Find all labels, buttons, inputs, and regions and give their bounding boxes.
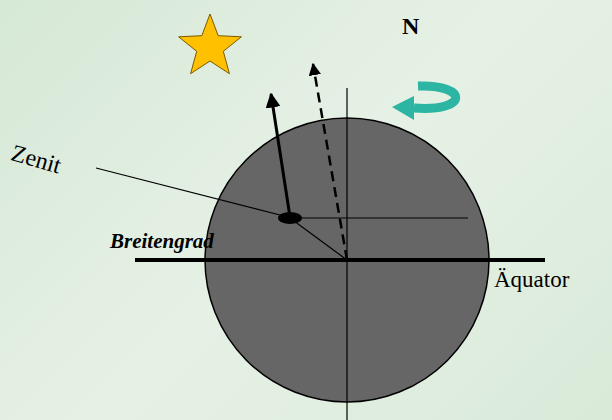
- zenith-arrow: [271, 94, 290, 217]
- rotation-arrowhead: [392, 96, 414, 120]
- zenith-label: Zenit: [9, 140, 64, 177]
- radius-line: [290, 218, 347, 260]
- equator-label: Äquator: [494, 268, 569, 291]
- rotation-arrow: [414, 86, 456, 108]
- latitude-line: [290, 217, 468, 218]
- latitude-label: Breitengrad: [110, 231, 214, 252]
- equator-line: [135, 258, 545, 262]
- north-label: N: [402, 14, 419, 38]
- star-symbol: [179, 14, 242, 74]
- observer-dot: [278, 212, 302, 224]
- pole-direction-arrow: [313, 64, 347, 260]
- leader-line: [96, 168, 284, 216]
